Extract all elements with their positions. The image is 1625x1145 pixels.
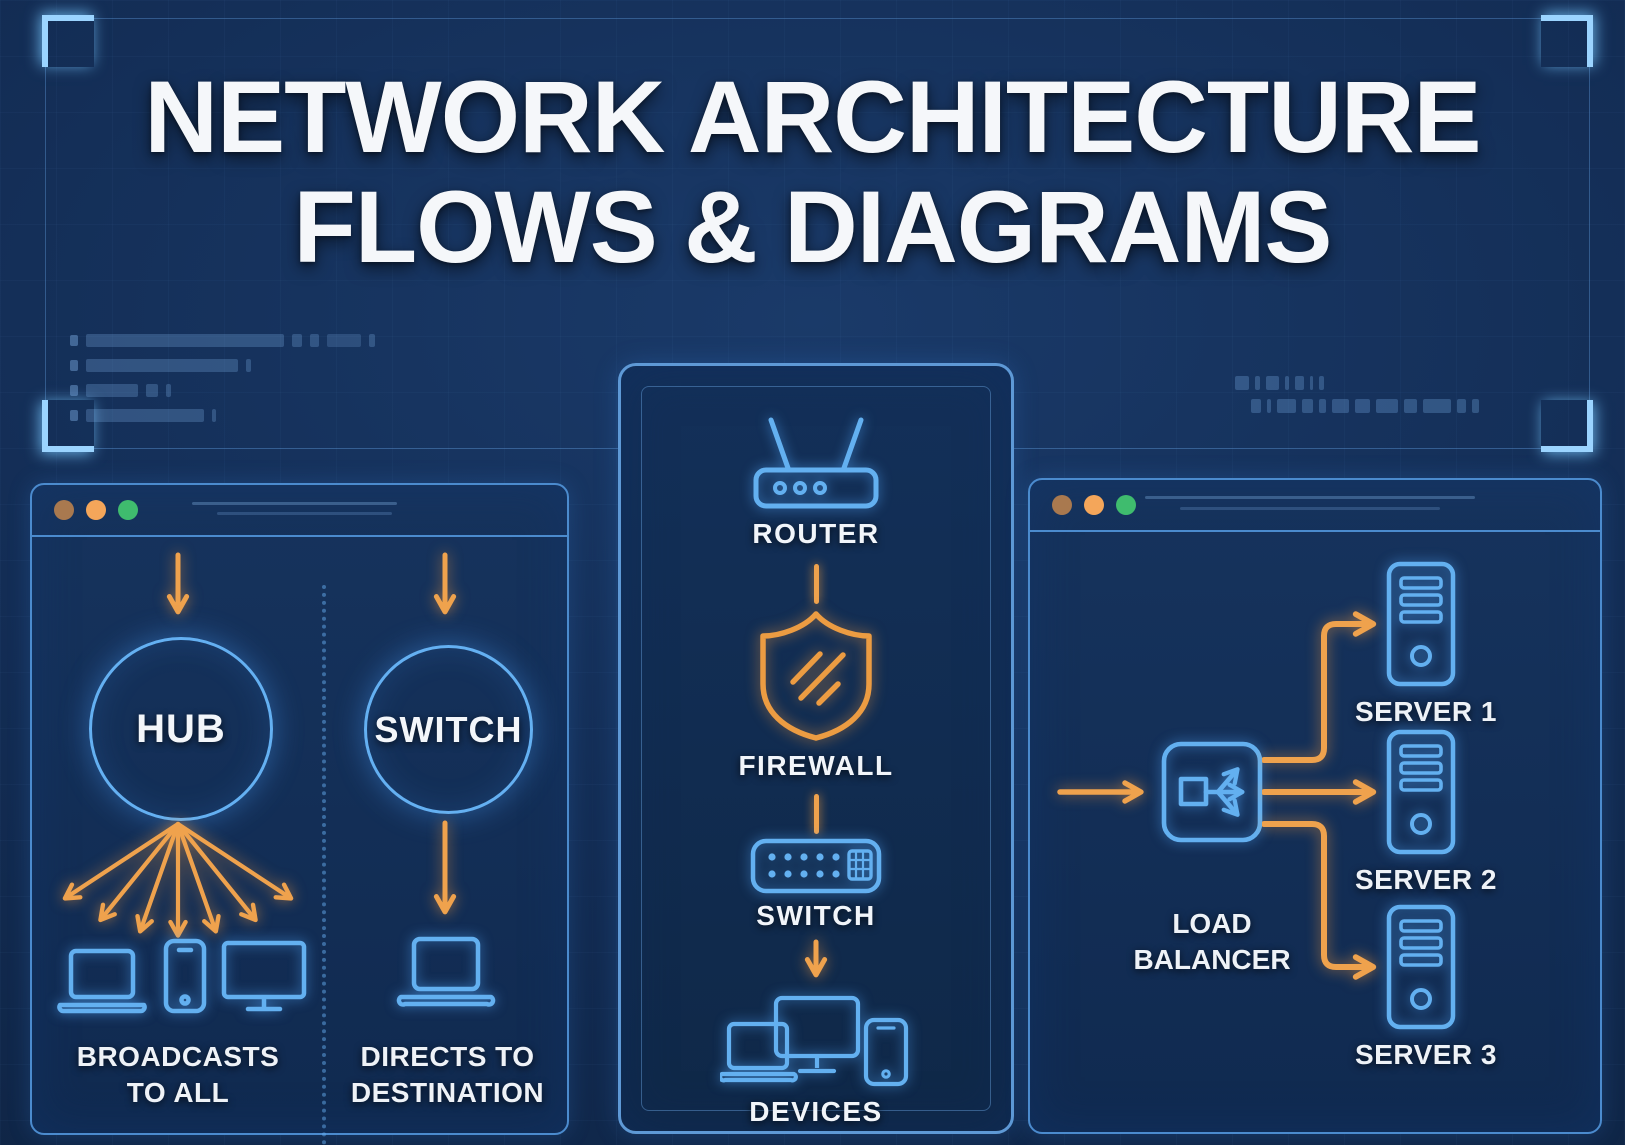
load-balancer-label-line2: BALANCER: [1133, 943, 1291, 975]
smartphone-icon: [163, 938, 207, 1014]
server-3-node: [1385, 903, 1457, 1036]
window-dot-icon: [118, 500, 138, 520]
faded-text-placeholder-left: [70, 334, 375, 434]
router-node: [621, 412, 1011, 510]
window-control-dots: [1052, 495, 1136, 515]
server-1-node: [1385, 560, 1457, 693]
window-title-bar: [32, 485, 567, 537]
page-title-line2: FLOWS & DIAGRAMS: [293, 170, 1333, 285]
dotted-divider: [322, 585, 326, 1145]
firewall-label: FIREWALL: [738, 750, 894, 781]
hub-caption-line1: BROADCASTS: [76, 1041, 280, 1072]
switch-caption: DIRECTS TO DESTINATION: [328, 1039, 567, 1111]
router-icon: [753, 417, 879, 509]
firewall-node: [621, 608, 1011, 744]
server-icon: [1386, 561, 1456, 687]
arrow-down-icon: [433, 552, 457, 615]
flow-arrow-icon: [1057, 780, 1144, 804]
server-icon: [1386, 729, 1456, 855]
load-balancer-icon: [1161, 741, 1263, 843]
server-3-label: SERVER 3: [1355, 1039, 1497, 1070]
devices-label: DEVICES: [749, 1096, 883, 1127]
server-2-label: SERVER 2: [1355, 864, 1497, 895]
titlebar-placeholder-line: [1180, 507, 1440, 510]
switch-caption-line1: DIRECTS TO: [360, 1041, 535, 1072]
load-balancer-window: LOAD BALANCER: [1028, 478, 1602, 1134]
faded-text-placeholder-right: [1235, 376, 1479, 422]
titlebar-placeholder-line: [217, 512, 392, 515]
window-dot-icon: [86, 500, 106, 520]
load-balancer-label-line1: LOAD: [1172, 908, 1252, 939]
hub-node: HUB: [89, 637, 273, 821]
hub-caption-line2: TO ALL: [126, 1076, 230, 1108]
switch-label: SWITCH: [374, 708, 523, 750]
devices-group-icon: [720, 995, 909, 1087]
devices-node: [621, 994, 1011, 1094]
arrow-down-icon: [804, 939, 828, 978]
load-balancer-content: LOAD BALANCER: [1030, 532, 1600, 1132]
load-balancer-routes: [1262, 611, 1377, 980]
server-icon: [1386, 904, 1456, 1030]
window-title-bar: [1030, 480, 1600, 532]
connector-line: [814, 564, 819, 604]
connector-line: [814, 794, 819, 834]
switch-device-label: SWITCH: [756, 900, 876, 931]
titlebar-placeholder-line: [192, 502, 397, 505]
switch-device-node: [621, 838, 1011, 894]
hub-caption: BROADCASTS TO ALL: [32, 1039, 324, 1111]
switch-caption-line2: DESTINATION: [350, 1076, 545, 1108]
page-title-line1: NETWORK ARCHITECTURE: [144, 60, 1481, 174]
frame-corner-bracket-icon: [1541, 15, 1593, 67]
hub-label: HUB: [136, 706, 226, 751]
window-dot-icon: [1116, 495, 1136, 515]
switch-column: SWITCH DIRECTS TO DESTINATION: [328, 537, 567, 1133]
flow-arrow: [621, 938, 1011, 992]
router-label: ROUTER: [752, 518, 880, 549]
network-flow-panel: ROUTER FIREWALL: [618, 363, 1014, 1134]
server-1-label: SERVER 1: [1355, 696, 1497, 727]
switch-node: SWITCH: [364, 645, 533, 814]
window-dot-icon: [1052, 495, 1072, 515]
window-dot-icon: [54, 500, 74, 520]
panel-inner-frame: [641, 386, 991, 1111]
titlebar-placeholder-line: [1145, 496, 1475, 499]
window-dot-icon: [1084, 495, 1104, 515]
network-switch-icon: [750, 838, 882, 894]
load-balancer-label: LOAD BALANCER: [1092, 906, 1332, 978]
window-control-dots: [54, 500, 138, 520]
hub-devices-group: [54, 937, 308, 1015]
server-2-node: [1385, 728, 1457, 861]
page-title: NETWORK ARCHITECTURE FLOWS & DIAGRAMS: [0, 62, 1625, 282]
broadcast-fan-arrows-icon: [62, 821, 294, 938]
hub-vs-switch-content: HUB: [32, 537, 567, 1145]
laptop-icon: [57, 948, 147, 1014]
hub-column: HUB: [32, 537, 324, 1133]
arrow-down-icon: [433, 820, 457, 915]
frame-corner-bracket-icon: [1541, 400, 1593, 452]
hub-vs-switch-window: HUB: [30, 483, 569, 1145]
firewall-shield-icon: [760, 611, 872, 741]
laptop-icon: [396, 936, 496, 1007]
monitor-icon: [221, 940, 307, 1012]
frame-corner-bracket-icon: [42, 15, 94, 67]
arrow-down-icon: [166, 552, 190, 615]
frame-corner-bracket-icon: [42, 400, 94, 452]
